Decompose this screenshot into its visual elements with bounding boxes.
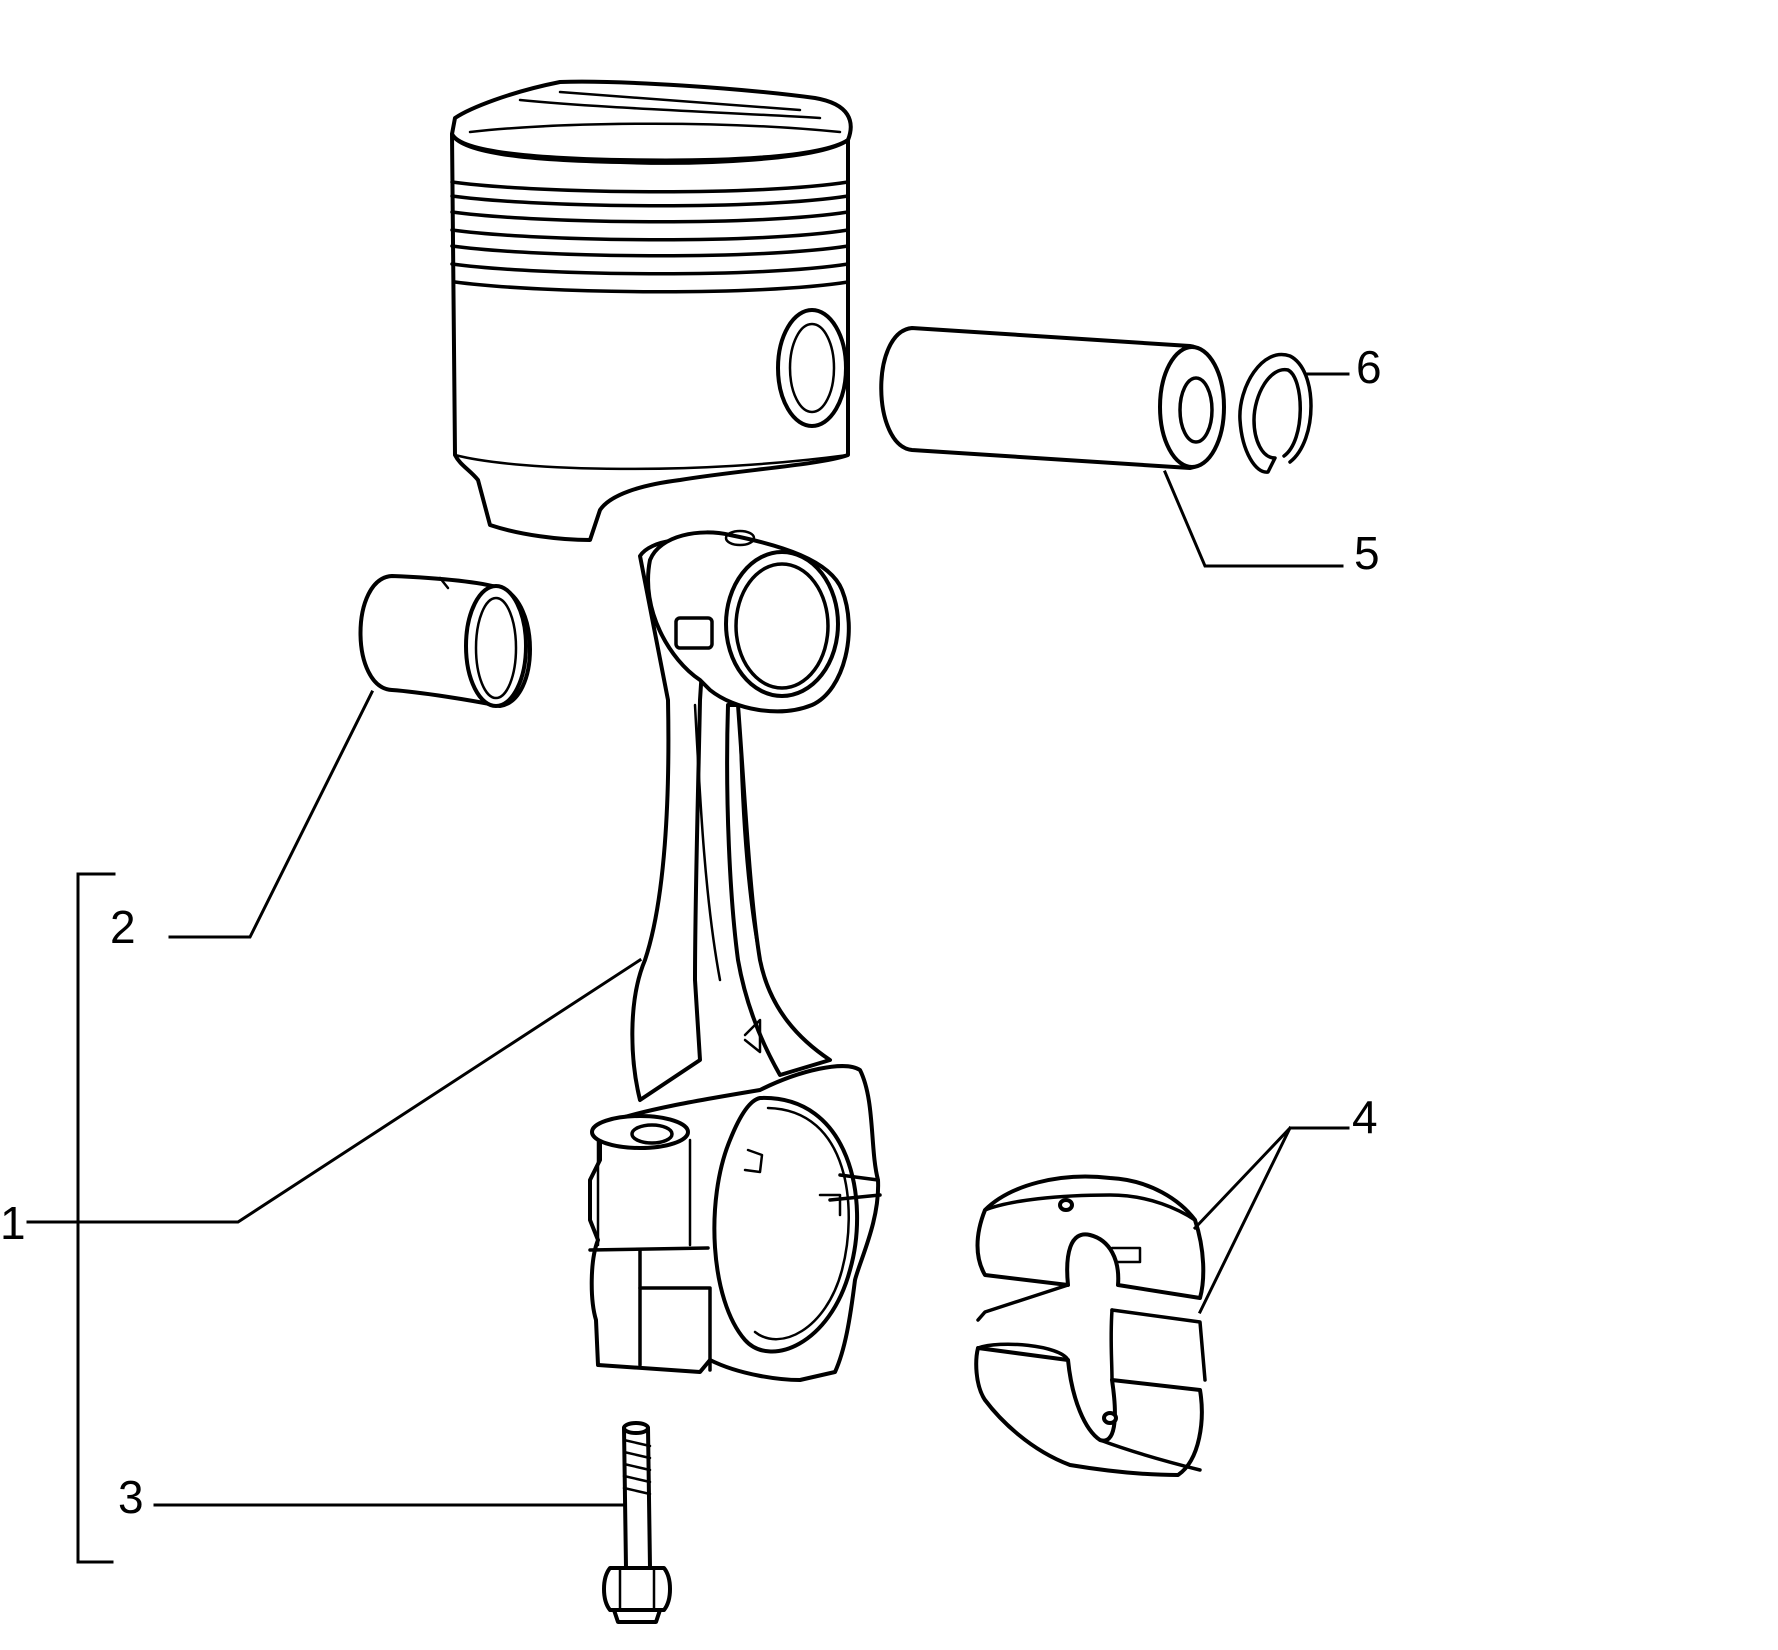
bearing-shells [974,1174,1207,1477]
rod-bolt [602,1421,672,1624]
connecting-rod [588,529,882,1382]
leader-5 [1163,470,1344,568]
rod-bolt-boss [590,1114,690,1150]
rod-oil-hole [674,616,714,650]
piston-ring-groove-3 [450,244,850,258]
bolt-head [602,1566,672,1612]
piston-crown [450,79,853,163]
piston-pin [879,326,1226,470]
callout-4: 4 [1352,1091,1378,1143]
circlip [1238,352,1313,474]
leader-2 [168,689,375,939]
callout-5: 5 [1354,527,1380,579]
callout-1: 1 [0,1197,26,1249]
leader-lines [26,372,1350,1564]
piston-ring-groove-1 [450,180,850,194]
rod-big-end-bore [712,1095,860,1354]
callout-3: 3 [118,1471,144,1523]
rod-cap-split [588,1246,710,1252]
piston [450,79,853,542]
piston-ring-groove-2 [450,210,850,224]
assembly-bracket [76,872,116,1564]
piston-body [450,132,850,542]
small-end-bushing [358,574,532,708]
leader-4 [1192,1125,1350,1315]
piston-crown-edge [468,122,842,134]
bolt-shank [622,1426,652,1570]
leader-1 [26,957,643,1224]
circlip-ring [1238,352,1313,474]
rod-small-end-bore [724,550,840,698]
bearing-shell-lower [974,1346,1204,1477]
callout-2: 2 [110,901,136,953]
piston-crown-recess [518,98,822,120]
callout-6: 6 [1356,341,1382,393]
piston-pin-end [1158,345,1226,469]
piston-pin-bore [776,308,848,428]
